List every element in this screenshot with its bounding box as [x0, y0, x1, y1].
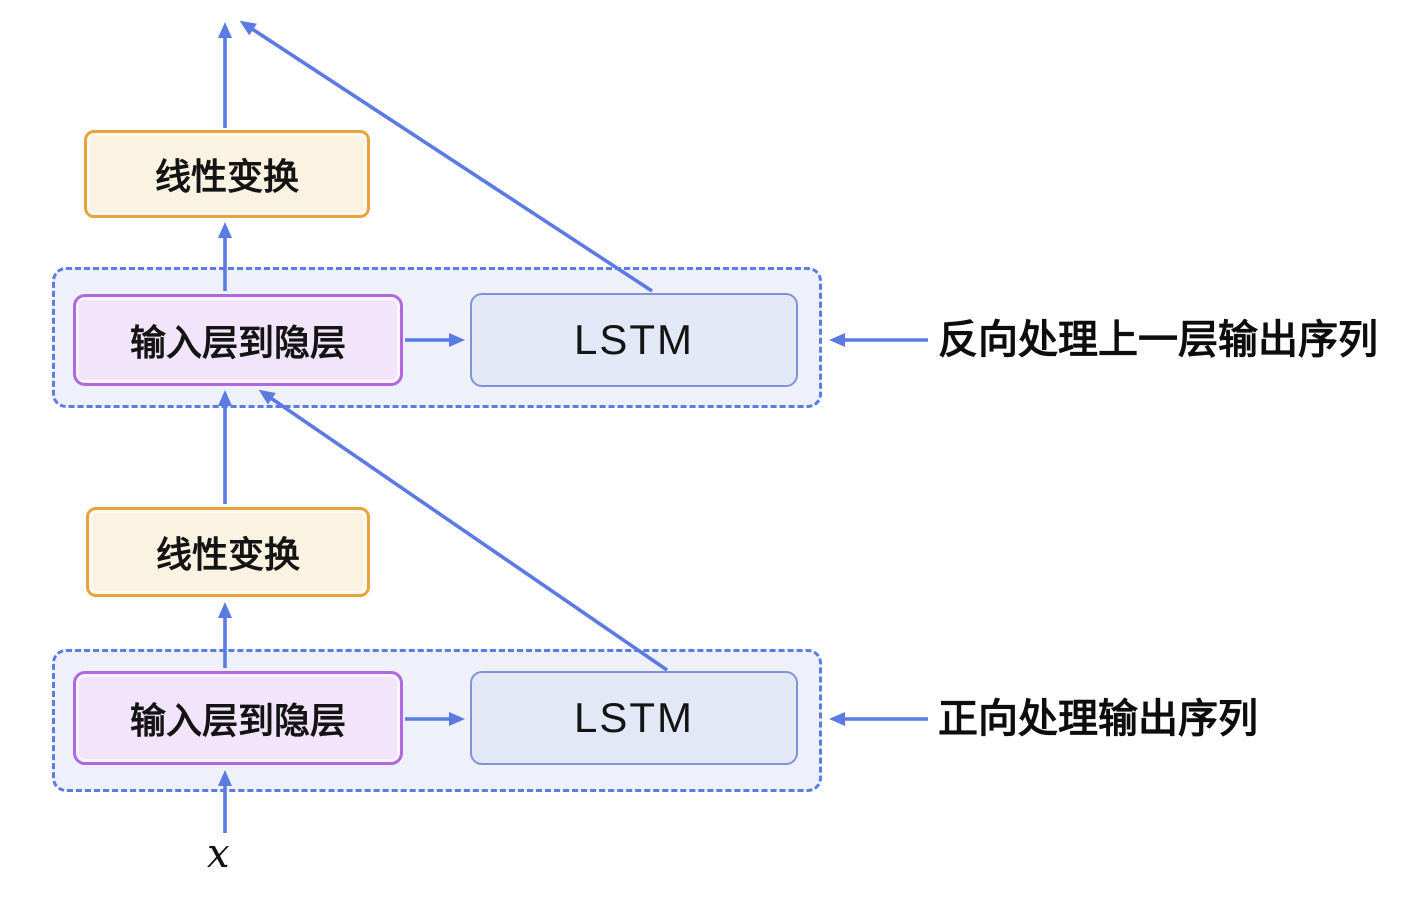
input-to-hidden-node-forward: 输入层到隐层	[73, 671, 403, 765]
input-to-hidden-label: 输入层到隐层	[129, 700, 346, 741]
input-to-hidden-label: 输入层到隐层	[129, 322, 346, 363]
linear-transform-label: 线性变换	[154, 156, 299, 197]
lstm-label: LSTM	[573, 316, 694, 363]
backward-annotation: 反向处理上一层输出序列	[938, 318, 1378, 362]
lstm-label: LSTM	[573, 694, 694, 741]
forward-annotation: 正向处理输出序列	[938, 697, 1258, 741]
lstm-node-backward: LSTM	[470, 293, 798, 387]
lstm-node-forward: LSTM	[470, 671, 798, 765]
input-to-hidden-node-backward: 输入层到隐层	[73, 294, 403, 386]
linear-transform-node-forward: 线性变换	[86, 507, 370, 597]
linear-transform-node-backward: 线性变换	[84, 130, 370, 218]
input-x-label: x	[207, 831, 230, 877]
linear-transform-label: 线性变换	[155, 534, 300, 575]
